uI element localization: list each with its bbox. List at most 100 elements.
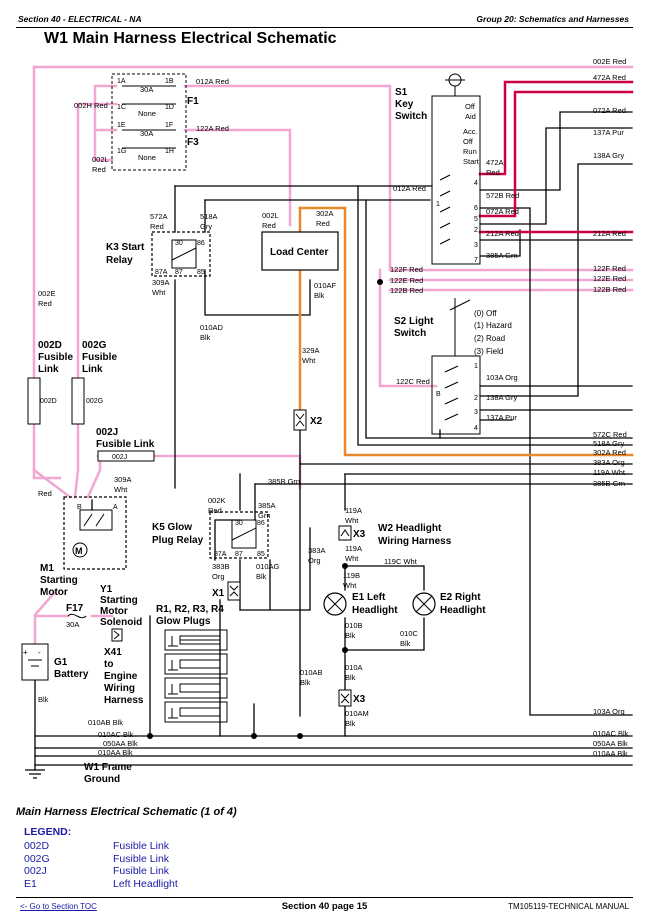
svg-text:122B Red: 122B Red [593, 285, 626, 294]
svg-text:Off: Off [463, 137, 474, 146]
svg-text:30: 30 [175, 240, 183, 247]
svg-text:Blk: Blk [200, 333, 211, 342]
svg-text:119C Wht: 119C Wht [384, 557, 418, 566]
svg-text:Grn: Grn [258, 511, 271, 520]
svg-text:-: - [38, 648, 41, 657]
svg-text:+: + [23, 648, 28, 657]
svg-text:K3 Start: K3 Start [106, 242, 145, 253]
svg-text:122E Red: 122E Red [593, 274, 626, 283]
svg-text:Ground: Ground [84, 774, 120, 785]
svg-text:E1 Left: E1 Left [352, 592, 386, 603]
svg-text:Y1: Y1 [100, 584, 113, 595]
svg-text:86: 86 [197, 240, 205, 247]
svg-text:Key: Key [395, 99, 414, 110]
svg-text:F17: F17 [66, 603, 84, 614]
svg-text:002H Red: 002H Red [74, 101, 108, 110]
svg-text:87: 87 [235, 551, 243, 558]
svg-text:(2) Road: (2) Road [474, 334, 505, 343]
svg-text:302A: 302A [316, 209, 334, 218]
svg-text:Solenoid: Solenoid [100, 617, 142, 628]
svg-text:1: 1 [436, 201, 440, 208]
svg-text:M1: M1 [40, 563, 54, 574]
k5-glow-plug-relay: 30 86 87A 87 85 [209, 511, 269, 559]
svg-text:Battery: Battery [54, 669, 89, 680]
svg-text:X3: X3 [353, 529, 366, 540]
svg-text:F1: F1 [187, 96, 199, 107]
svg-text:103A Org: 103A Org [593, 707, 625, 716]
svg-text:Starting: Starting [40, 575, 78, 586]
svg-text:122B Red: 122B Red [390, 286, 423, 295]
svg-text:Wht: Wht [345, 554, 359, 563]
fuse-f17: 30A [66, 613, 87, 629]
svg-text:Wht: Wht [152, 288, 166, 297]
go-to-section-toc-link[interactable]: <- Go to Section TOC [20, 902, 97, 911]
svg-text:138A Gry: 138A Gry [486, 393, 518, 402]
svg-text:010AC Blk: 010AC Blk [593, 729, 629, 738]
svg-text:010AD: 010AD [200, 323, 224, 332]
svg-text:5: 5 [474, 216, 478, 223]
svg-text:1H: 1H [165, 148, 174, 155]
svg-text:002G: 002G [86, 398, 103, 405]
svg-text:002L: 002L [92, 155, 109, 164]
k3-start-relay: 30 86 87A 87 85 [151, 231, 211, 277]
svg-text:to: to [104, 659, 113, 670]
svg-text:002E: 002E [38, 289, 56, 298]
svg-text:Red: Red [150, 222, 164, 231]
svg-text:010AG: 010AG [256, 562, 280, 571]
svg-text:572C Red: 572C Red [593, 430, 627, 439]
svg-text:010AF: 010AF [314, 281, 337, 290]
legend-desc: Fusible Link [113, 852, 170, 865]
svg-text:None: None [138, 109, 156, 118]
svg-text:Motor: Motor [40, 587, 68, 598]
svg-text:119A: 119A [345, 544, 362, 553]
svg-text:329A: 329A [302, 346, 320, 355]
svg-text:B: B [436, 391, 441, 398]
svg-text:Wht: Wht [114, 485, 128, 494]
svg-text:002L: 002L [262, 211, 279, 220]
svg-text:050AA Blk: 050AA Blk [103, 739, 138, 748]
svg-text:137A Pur: 137A Pur [593, 128, 624, 137]
svg-text:002K: 002K [208, 496, 226, 505]
svg-text:119A Wht: 119A Wht [593, 468, 626, 477]
svg-text:050AA Blk: 050AA Blk [593, 739, 628, 748]
svg-text:B: B [77, 504, 82, 511]
svg-text:1G: 1G [117, 148, 126, 155]
svg-text:Wiring: Wiring [104, 683, 135, 694]
svg-text:Red: Red [38, 489, 52, 498]
svg-text:010AA Blk: 010AA Blk [593, 749, 628, 758]
svg-text:30A: 30A [66, 620, 79, 629]
svg-text:85: 85 [197, 269, 205, 276]
svg-text:002J: 002J [96, 427, 118, 438]
svg-text:002E Red: 002E Red [593, 57, 626, 66]
header-section: Section 40 - ELECTRICAL - NA [18, 14, 142, 24]
svg-text:Org: Org [308, 556, 321, 565]
svg-text:7: 7 [474, 257, 478, 264]
red-wires [478, 80, 634, 234]
svg-text:Fusible: Fusible [82, 352, 117, 363]
svg-text:Motor: Motor [100, 606, 128, 617]
orange-wires [298, 206, 634, 457]
svg-text:309A: 309A [114, 475, 132, 484]
svg-text:010AC Blk: 010AC Blk [98, 730, 134, 739]
svg-text:572B Red: 572B Red [486, 191, 519, 200]
svg-text:Run: Run [463, 147, 477, 156]
svg-text:Switch: Switch [394, 328, 426, 339]
inline-wire-labels: 012A Red 002H Red 122A Red 002L Red 572A… [38, 77, 519, 757]
schematic-diagram: 1A 1B 1C 1D 1E 1F 1G 1H 30A None 30A Non… [21, 57, 634, 785]
svg-text:Link: Link [38, 364, 59, 375]
header-divider [16, 27, 633, 28]
svg-text:Blk: Blk [345, 631, 356, 640]
svg-text:385B Grn: 385B Grn [593, 479, 625, 488]
svg-text:2: 2 [474, 395, 478, 402]
svg-text:122F Red: 122F Red [593, 264, 626, 273]
svg-text:W2 Headlight: W2 Headlight [378, 523, 442, 534]
svg-text:Blk: Blk [300, 678, 311, 687]
svg-text:2: 2 [474, 227, 478, 234]
svg-text:30: 30 [235, 520, 243, 527]
black-wires [34, 111, 633, 771]
legend-desc: Fusible Link [113, 840, 170, 852]
svg-text:30A: 30A [140, 85, 153, 94]
